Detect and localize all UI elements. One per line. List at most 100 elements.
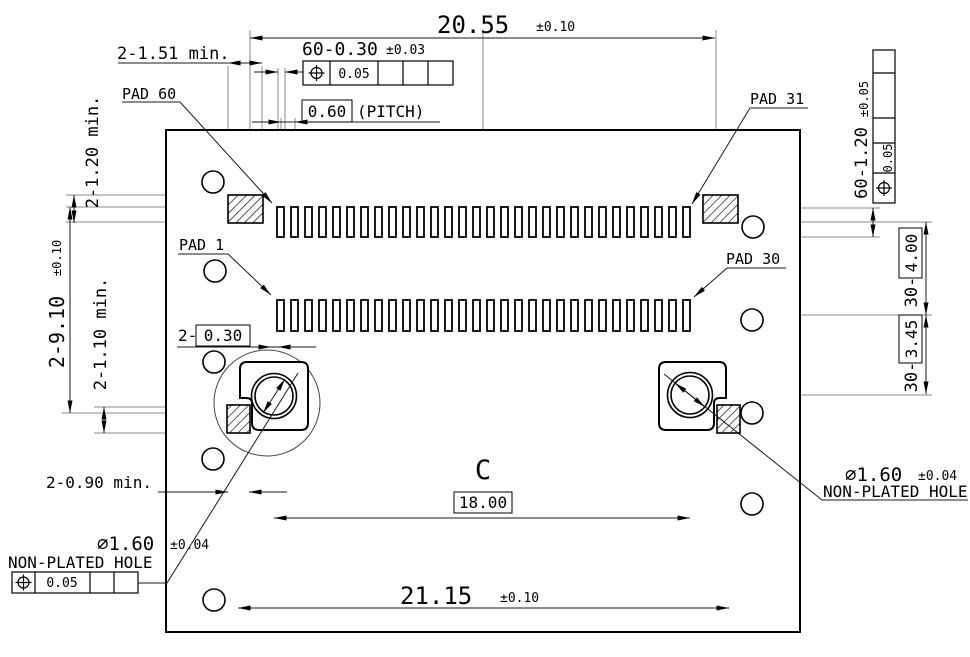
board-via-holes xyxy=(201,170,765,612)
pad xyxy=(570,299,579,332)
pad-row-top xyxy=(276,206,691,238)
dim-row-pitch: 4.00 xyxy=(902,234,921,273)
pad xyxy=(444,299,453,332)
pad xyxy=(640,206,649,238)
dim-row-offset: 2-9.10 xyxy=(45,296,69,368)
pad xyxy=(346,206,355,238)
mask-opening-top-left xyxy=(227,194,264,224)
pad xyxy=(304,206,313,238)
dim-row-to-hole-prefix: 30- xyxy=(902,362,922,393)
leader-lines xyxy=(122,101,968,584)
dim-bottom-span: 21.15 xyxy=(400,582,472,610)
position-tolerance-icon xyxy=(308,65,325,81)
pad xyxy=(402,206,411,238)
pad xyxy=(612,206,621,238)
npth-left-diameter: ⌀1.60 xyxy=(97,533,154,555)
pad xyxy=(290,299,299,332)
pad xyxy=(458,299,467,332)
pad xyxy=(598,299,607,332)
dim-pad-width-tol: ±0.03 xyxy=(386,43,425,58)
pad xyxy=(500,206,509,238)
pad xyxy=(458,206,467,238)
pad xyxy=(486,299,495,332)
pad xyxy=(528,299,537,332)
dim-top-span: 20.55 xyxy=(437,11,509,39)
npth-left-tol: ±0.04 xyxy=(170,538,209,553)
annotations: 20.55 ±0.10 2-1.51 min. 60-0.30 ±0.03 0.… xyxy=(8,11,968,610)
position-tolerance-icon xyxy=(15,574,32,591)
dim-row-to-hole: 3.45 xyxy=(902,320,921,359)
dim-pad-width: 60-0.30 xyxy=(302,39,378,60)
dim-mask-top-width: 2-1.51 min. xyxy=(117,44,230,64)
fcf-npth-left: 0.05 xyxy=(11,571,139,594)
pad xyxy=(668,206,677,238)
dim-notch-prefix: 2- xyxy=(178,326,197,345)
pad xyxy=(570,206,579,238)
dim-row-pitch-prefix: 30- xyxy=(902,277,922,308)
keepout-circle xyxy=(213,349,321,457)
dim-pad-height: 60-1.20 xyxy=(852,127,872,199)
pad xyxy=(332,206,341,238)
pad60-leader xyxy=(122,101,273,204)
label-pad60: PAD 60 xyxy=(122,85,176,103)
dim-hole-span: 18.00 xyxy=(459,493,507,512)
label-pad1: PAD 1 xyxy=(179,236,224,254)
pad xyxy=(276,299,285,332)
dim-row-offset-tol: ±0.10 xyxy=(50,240,64,276)
pad xyxy=(290,206,299,238)
pad1-leader xyxy=(178,253,272,296)
pad xyxy=(654,299,663,332)
pad xyxy=(444,206,453,238)
pad xyxy=(682,299,691,332)
pad xyxy=(682,206,691,238)
pad xyxy=(430,299,439,332)
pad xyxy=(668,299,677,332)
dim-top-span-tol: ±0.10 xyxy=(536,20,575,35)
pad xyxy=(612,299,621,332)
npth-right-tol: ±0.04 xyxy=(918,469,957,484)
dim-mask-top-height: 2-1.20 min. xyxy=(83,96,103,209)
pad31-leader xyxy=(691,107,808,205)
pad xyxy=(388,299,397,332)
fcf-right-tolerance: 0.05 xyxy=(881,144,895,173)
pad xyxy=(598,206,607,238)
pad xyxy=(472,206,481,238)
pad30-leader xyxy=(693,267,786,298)
pad xyxy=(654,206,663,238)
dim-mask-bottom-width: 2-0.90 min. xyxy=(46,473,152,492)
position-tolerance-icon xyxy=(876,180,892,196)
dim-notch-width: 0.30 xyxy=(204,326,243,345)
dim-pitch: 0.60 xyxy=(308,102,347,121)
pad xyxy=(374,299,383,332)
pad xyxy=(514,299,523,332)
pad xyxy=(360,299,369,332)
pad xyxy=(542,206,551,238)
pad xyxy=(318,206,327,238)
pad xyxy=(430,206,439,238)
pad xyxy=(556,299,565,332)
pad xyxy=(584,206,593,238)
pad xyxy=(360,206,369,238)
pad xyxy=(472,299,481,332)
pad xyxy=(640,299,649,332)
mask-opening-bottom-left xyxy=(226,404,251,434)
pad xyxy=(276,206,285,238)
pad-row-bottom xyxy=(276,299,691,332)
boxed-labels xyxy=(195,99,923,514)
pad xyxy=(304,299,313,332)
fcf-top: 0.05 xyxy=(302,60,454,86)
dim-pitch-note: (PITCH) xyxy=(357,102,424,121)
pad xyxy=(388,206,397,238)
mask-openings xyxy=(226,194,741,434)
pad xyxy=(486,206,495,238)
pad xyxy=(528,206,537,238)
npth-left-leader xyxy=(138,372,299,584)
pad xyxy=(318,299,327,332)
pad xyxy=(332,299,341,332)
label-pad31: PAD 31 xyxy=(750,90,804,108)
npth-right-leader xyxy=(663,373,968,501)
pad xyxy=(626,299,635,332)
fcf-npth-tolerance: 0.05 xyxy=(46,576,77,591)
